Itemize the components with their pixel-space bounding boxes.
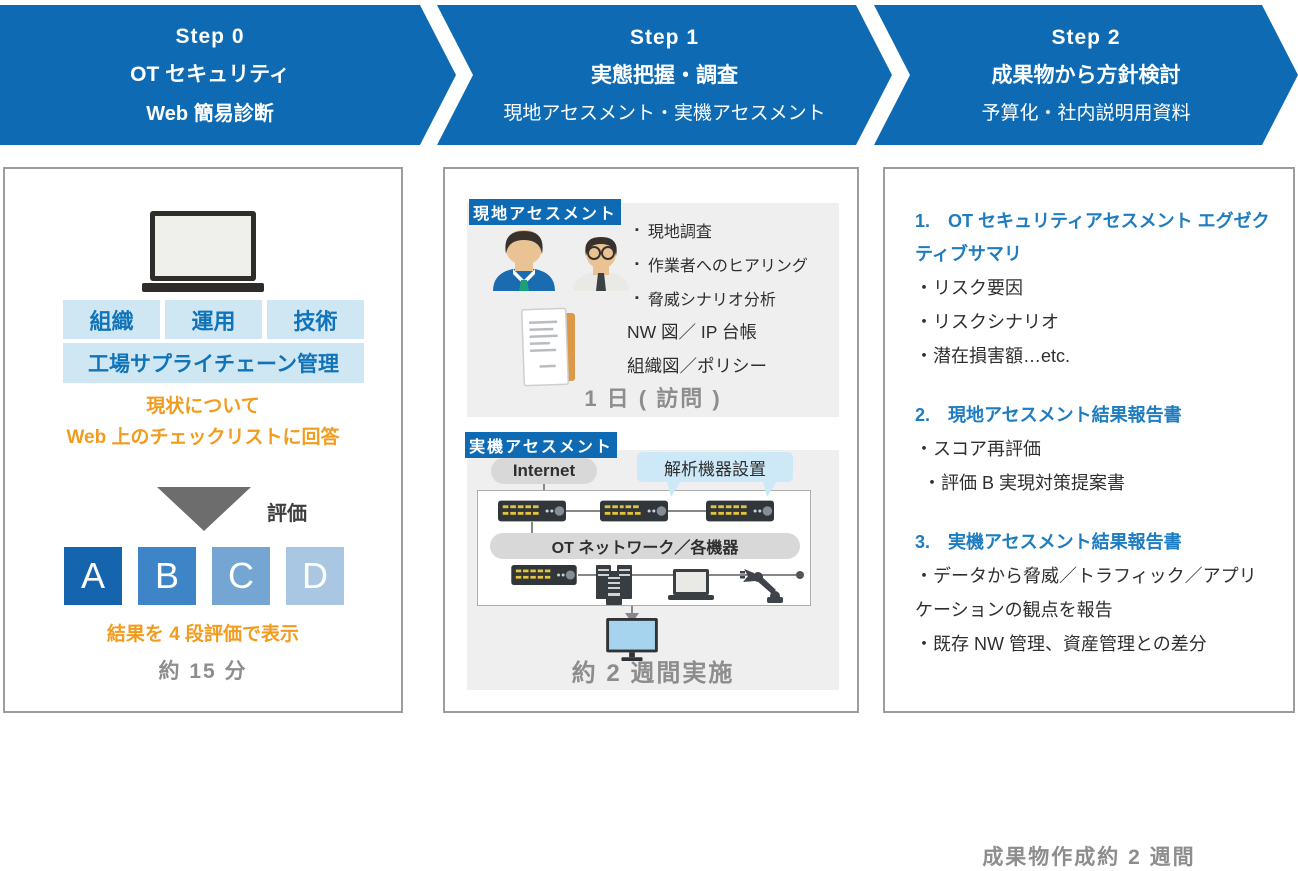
docs-line1: NW 図／ IP 台帳 <box>627 322 757 342</box>
bullet-text: 脅威シナリオ分析 <box>647 292 776 309</box>
person-icon <box>493 230 555 291</box>
connector-line <box>531 522 533 534</box>
device-assessment-panel: 実機アセスメント Internet 解析機器設置 <box>465 432 839 690</box>
network-diagram-box: OT ネットワーク／各機器 <box>477 490 811 606</box>
web-check-note-line1: 現状について <box>146 396 260 417</box>
router-icon <box>706 500 774 522</box>
web-check-note: 現状について Web 上のチェックリストに回答 <box>5 391 401 453</box>
evaluation-arrow-icon <box>157 487 251 531</box>
router-icon <box>600 500 668 522</box>
laptop-icon <box>668 569 714 600</box>
onsite-duration: 1 日 ( 訪問 ) <box>584 386 722 411</box>
device-duration: 約 2 週間実施 <box>571 660 735 687</box>
step1-header-arrow: Step 1 実態把握・調査 現地アセスメント・実機アセスメント <box>437 5 892 145</box>
step2-header-arrow: Step 2 成果物から方針検討 予算化・社内説明用資料 <box>874 5 1298 145</box>
step0-subtitle: Web 簡易診断 <box>146 102 274 125</box>
category-chip-organization: 組織 <box>63 300 160 339</box>
deliverable-heading-1: 1. OT セキュリティアセスメント エグゼクティブサマリ <box>915 211 1270 264</box>
section-spacer <box>915 373 1271 399</box>
bubble-tail-icon <box>667 481 681 497</box>
grade-c-badge: C <box>212 547 270 605</box>
connector-dot <box>796 571 804 579</box>
onsite-bullet-list: ▪ 現地調査 ▪ 作業者へのヒアリング ▪ 脅威シナリオ分析 <box>635 213 808 315</box>
step1-panel: 現地アセスメント ▪ 現地調査 ▪ 作業 <box>443 167 859 713</box>
evaluation-label: 評価 <box>267 503 307 525</box>
category-chip-supply-chain: 工場サプライチェーン管理 <box>63 343 364 383</box>
grade-b-badge: B <box>138 547 196 605</box>
web-check-note-line2: Web 上のチェックリストに回答 <box>66 427 340 448</box>
square-bullet-icon: ▪ <box>635 224 639 236</box>
internet-node: Internet <box>491 458 597 484</box>
laptop-icon <box>5 211 401 292</box>
step2-subtitle: 予算化・社内説明用資料 <box>981 102 1191 124</box>
monitor-icon <box>606 618 658 662</box>
step0-panel: 組織 運用 技術 工場サプライチェーン管理 現状について Web 上のチェックリ… <box>3 167 403 713</box>
grade-d-badge: D <box>286 547 344 605</box>
step2-label: Step 2 <box>1051 25 1121 49</box>
step0-title: OT セキュリティ <box>130 62 290 86</box>
category-chip-technology: 技術 <box>267 300 364 339</box>
bubble-tail-icon <box>763 481 777 497</box>
step2-title: 成果物から方針検討 <box>991 63 1181 87</box>
bullet-text: 現地調査 <box>647 224 712 241</box>
step2-panel: 1. OT セキュリティアセスメント エグゼクティブサマリ ・リスク要因 ・リス… <box>883 167 1295 869</box>
square-bullet-icon: ▪ <box>635 292 639 304</box>
connector-line <box>631 606 633 614</box>
list-item: ・潜在損害額…etc. <box>915 346 1071 366</box>
deliverable-heading-3: 3. 実機アセスメント結果報告書 <box>915 532 1182 552</box>
list-item: ・スコア再評価 <box>915 439 1041 459</box>
deliverable-heading-2: 2. 現地アセスメント結果報告書 <box>915 405 1182 425</box>
result-note: 結果を 4 段評価で表示 <box>106 624 300 645</box>
step2-duration: 成果物作成約 2 週間 <box>982 846 1196 869</box>
device-assessment-tag: 実機アセスメント <box>465 432 617 458</box>
document-icon <box>521 307 575 387</box>
robot-arm-icon <box>740 569 783 603</box>
step1-label: Step 1 <box>629 25 700 49</box>
list-item: ▪ 現地調査 <box>635 213 808 247</box>
list-item: ・リスクシナリオ <box>915 312 1059 332</box>
step0-label: Step 0 <box>175 24 245 48</box>
grade-a-badge: A <box>64 547 122 605</box>
list-item: ・既存 NW 管理、資産管理との差分 <box>915 634 1207 654</box>
list-item: ・リスク要因 <box>915 278 1023 298</box>
deliverables-list: 1. OT セキュリティアセスメント エグゼクティブサマリ ・リスク要因 ・リス… <box>915 205 1271 661</box>
ot-network-node: OT ネットワーク／各機器 <box>490 533 800 559</box>
step1-subtitle: 現地アセスメント・実機アセスメント <box>503 102 826 124</box>
category-chip-operation: 運用 <box>165 300 262 339</box>
step0-header-arrow: Step 0 OT セキュリティ Web 簡易診断 <box>0 5 456 145</box>
bullet-text: 作業者へのヒアリング <box>647 258 808 275</box>
list-item: ・データから脅威／トラフィック／アプリケーションの観点を報告 <box>915 566 1257 620</box>
onsite-assessment-panel: 現地アセスメント ▪ 現地調査 ▪ 作業 <box>467 199 839 417</box>
section-spacer <box>915 500 1271 526</box>
server-icon <box>596 565 632 605</box>
square-bullet-icon: ▪ <box>635 258 639 270</box>
router-icon <box>498 500 566 522</box>
person-glasses-icon <box>573 237 629 291</box>
analysis-device-bubble: 解析機器設置 <box>637 452 793 482</box>
router-icon <box>511 565 577 585</box>
list-item: ・評価 B 実現対策提案書 <box>923 473 1126 493</box>
onsite-assessment-tag: 現地アセスメント <box>469 199 621 225</box>
list-item: ▪ 作業者へのヒアリング <box>635 247 808 281</box>
docs-line2: 組織図／ポリシー <box>627 356 767 376</box>
list-item: ▪ 脅威シナリオ分析 <box>635 281 808 315</box>
step0-duration: 約 15 分 <box>158 660 248 683</box>
step1-title: 実態把握・調査 <box>591 63 738 87</box>
